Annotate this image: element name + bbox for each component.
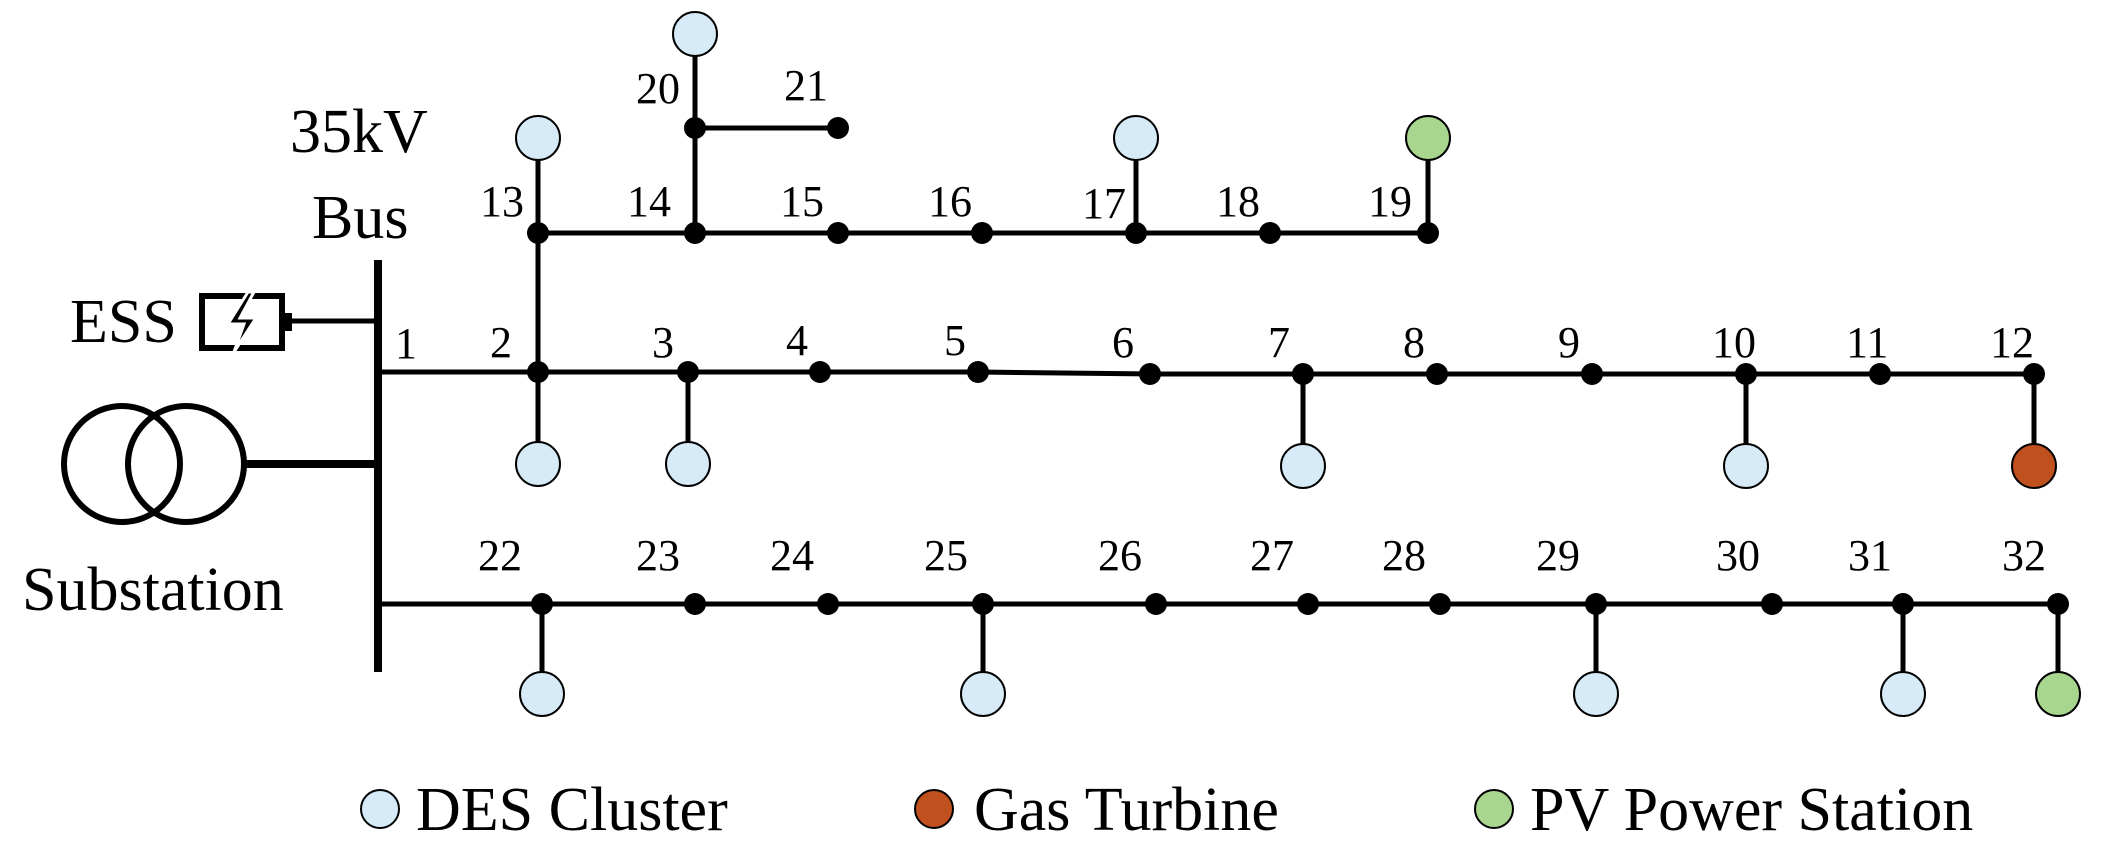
node-label-26: 26	[1098, 531, 1142, 580]
node-label-22: 22	[478, 531, 522, 580]
des-cluster-marker-7	[1280, 443, 1326, 489]
node-label-8: 8	[1403, 318, 1425, 367]
bus-name-label: Bus	[312, 184, 408, 252]
node-label-23: 23	[636, 531, 680, 580]
node-label-16: 16	[928, 177, 972, 226]
ess-label: ESS	[70, 288, 177, 356]
des-cluster-marker-3	[665, 441, 711, 487]
node-dot-24	[817, 593, 839, 615]
des-cluster-marker-29	[1573, 671, 1619, 717]
des-cluster-marker-10	[1723, 443, 1769, 489]
node-dot-11	[1869, 363, 1891, 385]
node-label-29: 29	[1536, 531, 1580, 580]
substation-label: Substation	[22, 556, 284, 624]
node-dot-27	[1297, 593, 1319, 615]
node-label-30: 30	[1716, 531, 1760, 580]
node-label-17: 17	[1082, 179, 1126, 228]
node-dot-32	[2047, 593, 2069, 615]
node-label-1: 1	[395, 319, 417, 368]
node-label-14: 14	[627, 177, 671, 226]
node-dot-26	[1145, 593, 1167, 615]
node-label-18: 18	[1216, 177, 1260, 226]
node-dot-31	[1892, 593, 1914, 615]
node-label-5: 5	[944, 316, 966, 365]
node-label-2: 2	[490, 318, 512, 367]
node-dot-6	[1139, 363, 1161, 385]
legend-gas-turbine-label: Gas Turbine	[974, 776, 1279, 844]
node-dot-25	[972, 593, 994, 615]
node-dot-20	[684, 117, 706, 139]
legend-des-cluster-marker	[360, 789, 400, 829]
node-label-10: 10	[1712, 318, 1756, 367]
node-dot-30	[1761, 593, 1783, 615]
node-label-19: 19	[1368, 177, 1412, 226]
node-label-21: 21	[784, 61, 828, 110]
node-dot-21	[827, 117, 849, 139]
legend-pv-power-station-marker	[1474, 789, 1514, 829]
des-cluster-marker-13	[515, 115, 561, 161]
node-dot-8	[1426, 363, 1448, 385]
node-label-20: 20	[636, 64, 680, 113]
pv-power-station-marker-19	[1405, 115, 1451, 161]
node-label-28: 28	[1382, 531, 1426, 580]
node-dot-15	[827, 222, 849, 244]
bus-voltage-label: 35kV	[290, 98, 428, 166]
node-dot-9	[1581, 363, 1603, 385]
node-dot-17	[1125, 222, 1147, 244]
node-dot-16	[971, 222, 993, 244]
node-dot-12	[2023, 363, 2045, 385]
des-cluster-marker-25	[960, 671, 1006, 717]
legend: DES Cluster Gas Turbine PV Power Station	[360, 776, 1973, 844]
des-cluster-marker-17	[1113, 115, 1159, 161]
line-5-6	[977, 369, 1151, 377]
node-dot-13	[527, 222, 549, 244]
node-label-27: 27	[1250, 531, 1294, 580]
node-label-15: 15	[780, 177, 824, 226]
node-dot-2	[527, 361, 549, 383]
node-dot-28	[1429, 593, 1451, 615]
node-dot-4	[809, 361, 831, 383]
des-cluster-marker-31	[1880, 671, 1926, 717]
node-label-24: 24	[770, 531, 814, 580]
node-label-25: 25	[924, 531, 968, 580]
node-label-31: 31	[1848, 531, 1892, 580]
node-label-32: 32	[2002, 531, 2046, 580]
node-dot-23	[684, 593, 706, 615]
legend-des-cluster-label: DES Cluster	[416, 776, 728, 844]
node-label-4: 4	[786, 316, 808, 365]
node-label-13: 13	[480, 177, 524, 226]
pv-power-station-marker-32	[2035, 671, 2081, 717]
node-label-7: 7	[1268, 318, 1290, 367]
node-dot-18	[1259, 222, 1281, 244]
node-label-6: 6	[1112, 318, 1134, 367]
node-dot-22	[531, 593, 553, 615]
node-dot-7	[1292, 363, 1314, 385]
node-label-12: 12	[1990, 318, 2034, 367]
des-cluster-marker-20	[672, 11, 718, 57]
node-dot-5	[967, 361, 989, 383]
node-dot-10	[1735, 363, 1757, 385]
node-dot-14	[684, 222, 706, 244]
node-dot-3	[677, 361, 699, 383]
node-label-3: 3	[652, 318, 674, 367]
node-dot-19	[1417, 222, 1439, 244]
legend-pv-power-station-label: PV Power Station	[1530, 776, 1973, 844]
node-label-9: 9	[1558, 318, 1580, 367]
legend-gas-turbine-marker	[914, 789, 954, 829]
des-cluster-marker-22	[519, 671, 565, 717]
transformer-icon	[61, 403, 247, 525]
des-cluster-marker-2	[515, 441, 561, 487]
battery-icon	[199, 290, 292, 353]
node-dot-29	[1585, 593, 1607, 615]
gas-turbine-marker-12	[2011, 443, 2057, 489]
node-label-11: 11	[1846, 318, 1888, 367]
